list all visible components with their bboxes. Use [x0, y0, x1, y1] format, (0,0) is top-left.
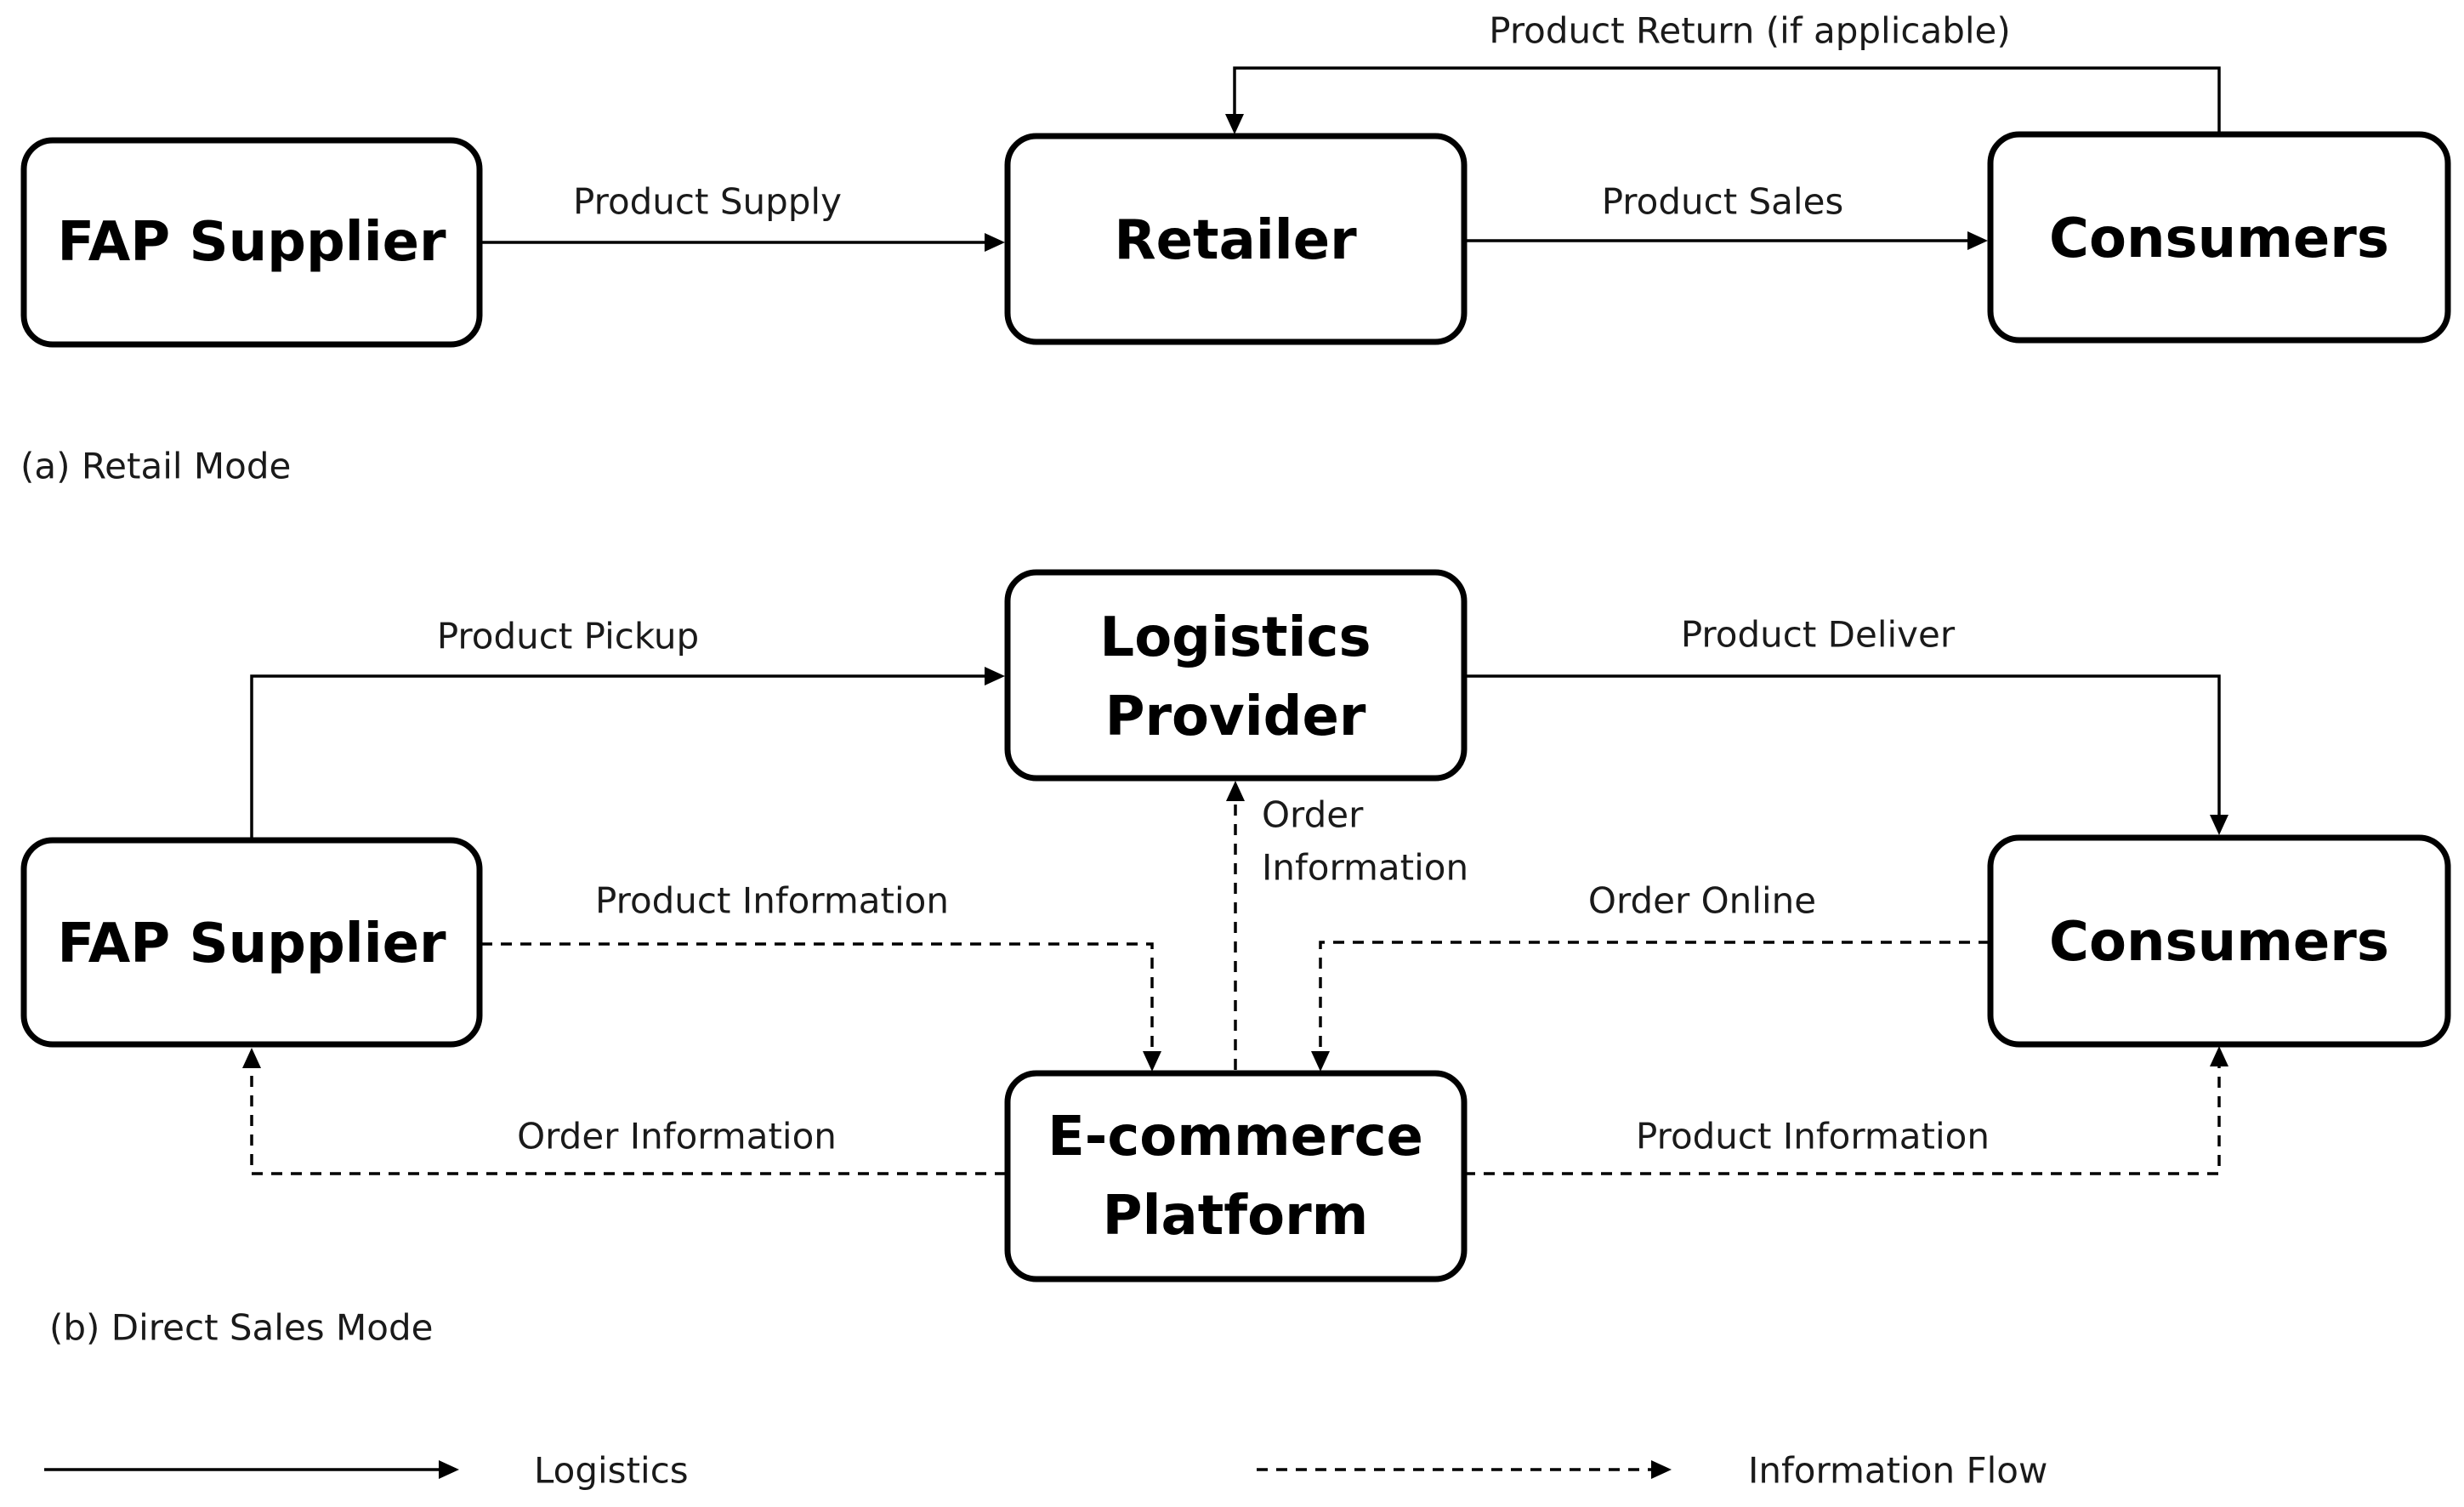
edge-product-return: [1225, 66, 2221, 134]
node-retailer: Retailer: [1004, 133, 1468, 345]
label-product-return: Product Return (if applicable): [1489, 10, 2011, 52]
edge-product-sales: [1464, 231, 1988, 250]
caption-direct-sales-mode: (b) Direct Sales Mode: [49, 1307, 433, 1349]
edge-product-information-from-supplier: [481, 942, 1161, 1072]
node-ecommerce-platform: E-commerce Platform: [1004, 1070, 1468, 1282]
node-label-line2: Provider: [1105, 685, 1366, 748]
label-product-deliver: Product Deliver: [1681, 614, 1956, 656]
label-product-pickup: Product Pickup: [437, 616, 699, 657]
caption-retail-mode: (a) Retail Mode: [20, 446, 291, 487]
label-product-supply: Product Supply: [573, 181, 842, 223]
node-label: FAP Supplier: [57, 211, 446, 274]
legend-information-flow-label: Information Flow: [1748, 1450, 2047, 1492]
edge-order-information-to-supplier: [242, 1048, 1006, 1175]
label-order-information-line1: Order: [1262, 794, 1364, 836]
edge-product-deliver: [1464, 674, 2228, 835]
node-label: Consumers: [2049, 911, 2389, 974]
node-label-line2: Platform: [1103, 1185, 1369, 1248]
legend-logistics-label: Logistics: [534, 1450, 689, 1492]
label-product-sales: Product Sales: [1602, 181, 1844, 223]
label-order-information-to-supplier: Order Information: [517, 1116, 837, 1157]
label-product-information-from-supplier: Product Information: [595, 880, 949, 922]
node-consumers-direct: Consumers: [1987, 834, 2451, 1048]
legend-information-flow-line: [1257, 1460, 1672, 1479]
direct-sales-mode-section: Product Pickup Product Deliver Order Inf…: [20, 569, 2451, 1349]
edge-product-pickup: [250, 667, 1005, 838]
edge-product-supply: [481, 233, 1005, 252]
label-order-online: Order Online: [1588, 880, 1816, 922]
edge-order-online: [1311, 941, 1990, 1072]
label-product-information-to-consumers: Product Information: [1636, 1116, 1990, 1157]
node-label: Retailer: [1114, 209, 1357, 272]
node-logistics-provider: Logistics Provider: [1004, 569, 1468, 782]
node-label: FAP Supplier: [57, 913, 446, 975]
node-label-line1: E-commerce: [1047, 1106, 1423, 1169]
retail-mode-section: Product Supply Product Sales Product Ret…: [20, 10, 2451, 487]
legend: Logistics Information Flow: [44, 1450, 2047, 1492]
edge-order-information-to-logistics: [1226, 781, 1245, 1070]
legend-logistics-line: [44, 1460, 459, 1479]
label-order-information-line2: Information: [1262, 847, 1468, 889]
node-consumers-retail: Consumers: [1987, 131, 2451, 344]
node-fap-supplier-direct: FAP Supplier: [20, 837, 483, 1048]
node-label: Consumers: [2049, 208, 2389, 270]
node-label-line1: Logistics: [1099, 606, 1371, 669]
node-fap-supplier-retail: FAP Supplier: [20, 137, 483, 348]
edge-product-information-to-consumers: [1464, 1046, 2228, 1175]
